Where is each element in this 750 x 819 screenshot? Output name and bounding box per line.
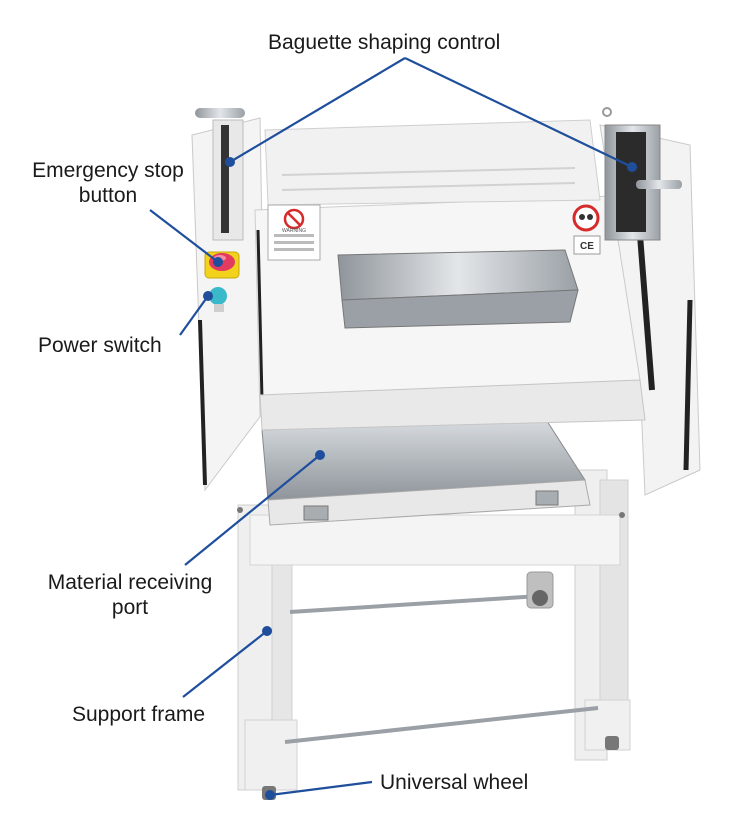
label-material-receiving-port: Material receiving port (30, 570, 230, 620)
label-emergency-stop-button: Emergency stop button (20, 158, 196, 208)
feed-trough (337, 249, 579, 329)
ce-plate (573, 235, 601, 255)
warning-label (267, 204, 321, 261)
material-receiving-tray (261, 417, 591, 526)
leader-dots (203, 157, 637, 800)
label-support-frame: Support frame (72, 703, 206, 726)
ce-mark: CE (580, 241, 594, 252)
label-material-line1: Material receiving (47, 571, 213, 594)
label-power-switch: Power switch (38, 334, 162, 357)
label-universal-wheel: Universal wheel (380, 771, 529, 794)
right-control-panel (602, 107, 682, 241)
power-switch (209, 287, 227, 312)
label-material-line2: port (111, 596, 149, 619)
support-frame (237, 469, 631, 791)
wheel-icon (262, 571, 619, 800)
left-handle (195, 108, 245, 241)
leader-lines (149, 57, 633, 797)
label-baguette-shaping-control: Baguette shaping control (268, 31, 501, 54)
label-emergency-line2: button (78, 184, 138, 207)
hazard-icon (572, 204, 600, 232)
warning-text: WARNING (282, 228, 306, 234)
label-emergency-line1: Emergency stop (32, 159, 184, 182)
